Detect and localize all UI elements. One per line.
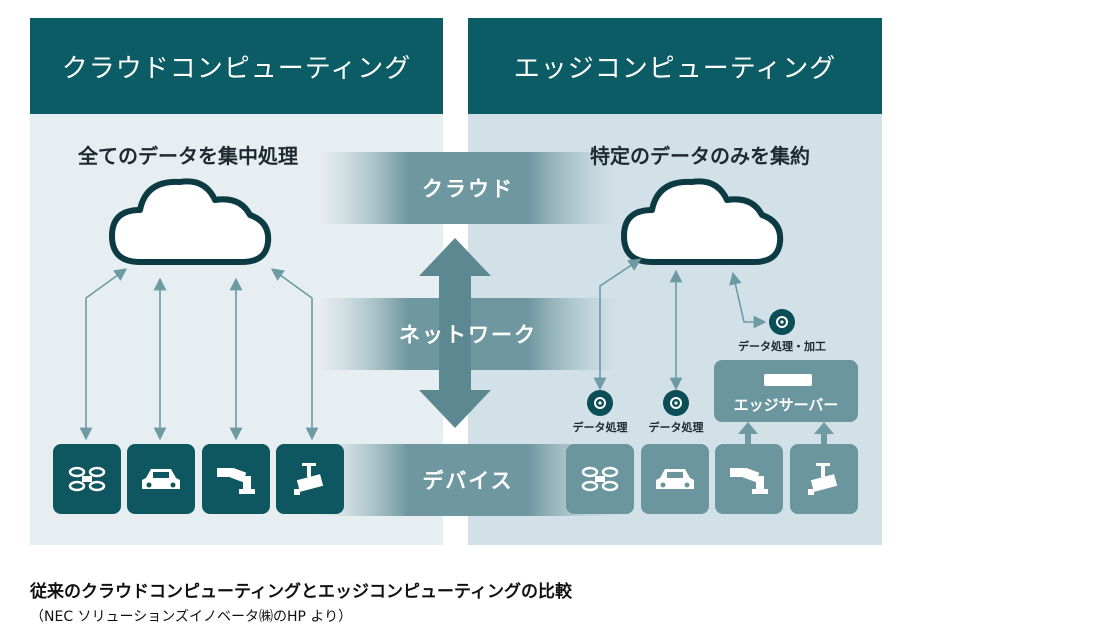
device-car-tile	[641, 444, 709, 514]
server-icon	[764, 374, 812, 386]
cloud-icon-left	[109, 178, 272, 265]
drone-icon	[68, 466, 106, 492]
edge-subtitle: 特定のデータのみを集約	[590, 144, 810, 168]
processing-label: データ処理	[648, 421, 704, 434]
edge-server: エッジサーバー	[714, 360, 858, 422]
device-car-tile	[127, 444, 195, 514]
gear-icon	[663, 390, 689, 416]
car-icon	[656, 469, 694, 489]
processing-label: データ処理	[572, 421, 628, 434]
device-band-label: デバイス	[422, 469, 514, 493]
processing-label: データ処理・加工	[738, 340, 826, 353]
cloud-computing-header: クラウドコンピューティング	[30, 18, 443, 114]
device-camera-tile	[276, 444, 344, 514]
cloud-icon-right	[621, 178, 784, 265]
device-drone-tile	[566, 444, 634, 514]
robot-arm-icon	[730, 467, 768, 494]
cloud-band	[318, 152, 618, 224]
processing-node-3: データ処理・加工	[732, 309, 832, 354]
edge-server-label: エッジサーバー	[733, 396, 839, 414]
network-double-arrow-icon	[419, 238, 491, 428]
device-camera-tile	[790, 444, 858, 514]
gear-icon	[587, 390, 613, 416]
server-arrow-shaft-1	[745, 432, 751, 446]
device-robot-arm-tile	[202, 444, 270, 514]
server-arrow-shaft-2	[821, 432, 827, 446]
processing-node-2: データ処理	[636, 390, 716, 435]
camera-icon	[294, 463, 324, 495]
cloud-band-label: クラウド	[422, 177, 514, 201]
figure-caption-source: （NEC ソリューションズイノベータ㈱のHP より）	[30, 609, 353, 625]
device-robot-arm-tile	[715, 444, 783, 514]
figure-caption-title: 従来のクラウドコンピューティングとエッジコンピューティングの比較	[30, 582, 572, 602]
robot-arm-icon	[217, 467, 255, 494]
edge-computing-header: エッジコンピューティング	[468, 18, 882, 114]
gear-icon	[769, 309, 795, 335]
server-arrow-head-1	[738, 422, 758, 434]
drone-icon	[581, 466, 619, 492]
camera-icon	[808, 463, 838, 495]
device-drone-tile	[53, 444, 121, 514]
car-icon	[142, 469, 180, 489]
network-band-label: ネットワーク	[399, 323, 537, 347]
cloud-subtitle: 全てのデータを集中処理	[78, 144, 298, 168]
server-arrow-head-2	[814, 422, 834, 434]
processing-node-1: データ処理	[560, 390, 640, 435]
